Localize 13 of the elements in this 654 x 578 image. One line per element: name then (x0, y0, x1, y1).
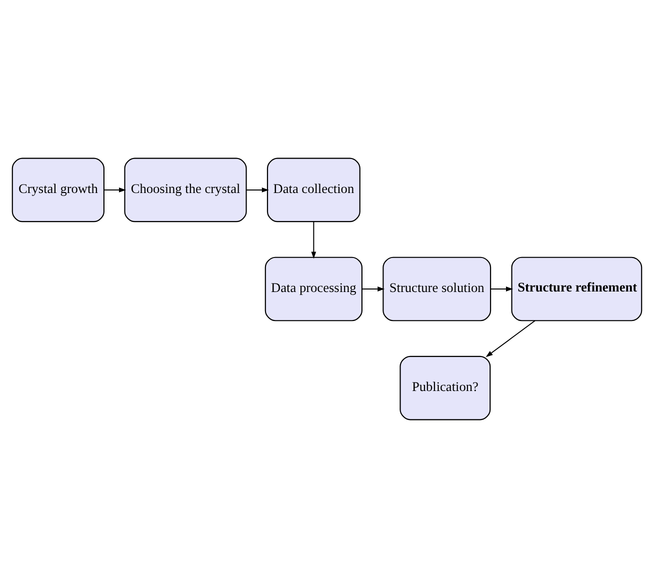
node-box: Crystal growth (12, 158, 104, 222)
arrow (311, 221, 316, 259)
arrow (486, 320, 536, 358)
node-box: Structure refinement (511, 256, 642, 322)
node-box: Choosing the crystal (124, 158, 247, 222)
arrow (104, 188, 126, 192)
arrow (246, 188, 269, 192)
arrow (490, 286, 513, 292)
node-box: Structure solution (382, 256, 492, 322)
arrow (362, 286, 385, 292)
node-box: Data processing (264, 256, 362, 322)
node-box: Data collection (266, 158, 360, 222)
node-box: Publication? (400, 356, 491, 420)
